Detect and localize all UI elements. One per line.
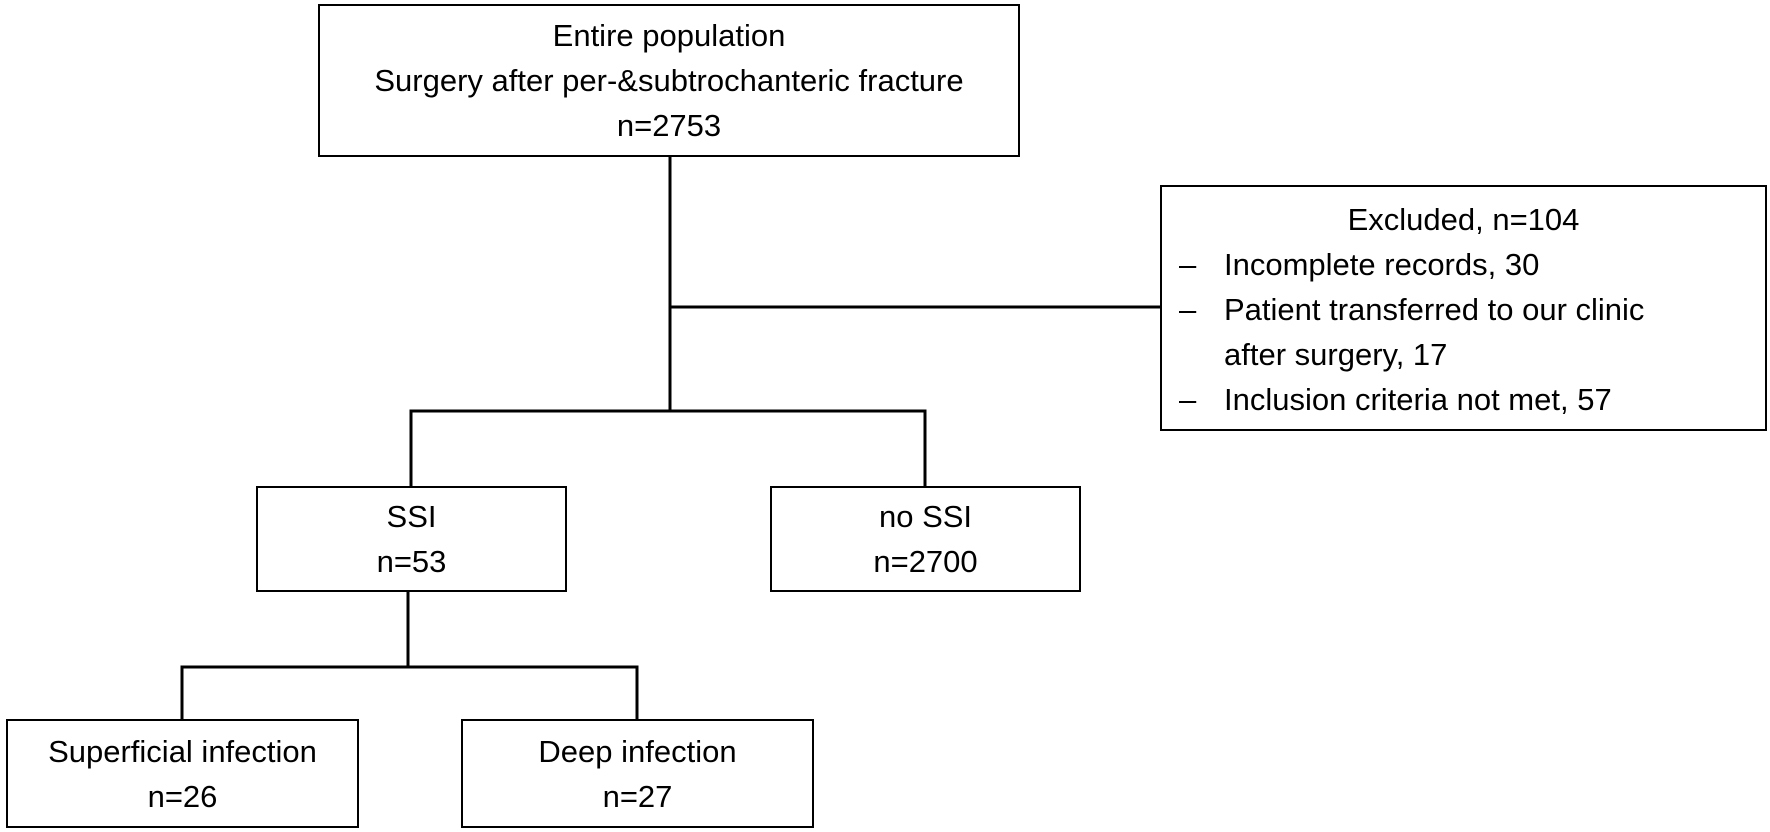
excluded-reason-text: Inclusion criteria not met, 57 [1224,382,1612,417]
deep-infection-count: n=27 [602,778,673,814]
no-ssi-label: no SSI [878,499,973,534]
entire-population-title: Entire population [552,18,786,53]
excluded-reason-item: – Inclusion criteria not met, 57 [1162,377,1765,422]
superficial-infection-box: Superficial infection n=26 [6,719,359,828]
excluded-reason-continuation: after surgery, 17 [1162,332,1765,377]
excluded-reason-text: Incomplete records, 30 [1224,247,1540,282]
ssi-count: n=53 [376,544,447,579]
excluded-box: Excluded, n=104 – Incomplete records, 30… [1160,185,1767,431]
bullet-dash: – [1179,247,1197,282]
ssi-box: SSI n=53 [256,486,567,592]
ssi-label: SSI [386,499,437,534]
excluded-reason-item: – Patient transferred to our clinic [1162,287,1765,332]
excluded-reason-item: – Incomplete records, 30 [1162,242,1765,287]
deep-infection-box: Deep infection n=27 [461,719,814,828]
superficial-infection-count: n=26 [147,778,218,814]
bullet-dash: – [1179,292,1197,327]
excluded-title: Excluded, n=104 [1347,202,1580,237]
excluded-reason-text: Patient transferred to our clinic [1224,292,1645,327]
excluded-reasons-list: – Incomplete records, 30 – Patient trans… [1162,242,1765,422]
entire-population-box: Entire population Surgery after per-&sub… [318,4,1020,157]
entire-population-subtitle: Surgery after per-&subtrochanteric fract… [374,63,964,98]
entire-population-count: n=2753 [616,108,722,143]
deep-infection-label: Deep infection [538,733,737,769]
no-ssi-count: n=2700 [873,544,978,579]
superficial-infection-label: Superficial infection [48,733,317,769]
excluded-reason-text: after surgery, 17 [1224,337,1448,372]
bullet-dash: – [1179,382,1197,417]
no-ssi-box: no SSI n=2700 [770,486,1081,592]
